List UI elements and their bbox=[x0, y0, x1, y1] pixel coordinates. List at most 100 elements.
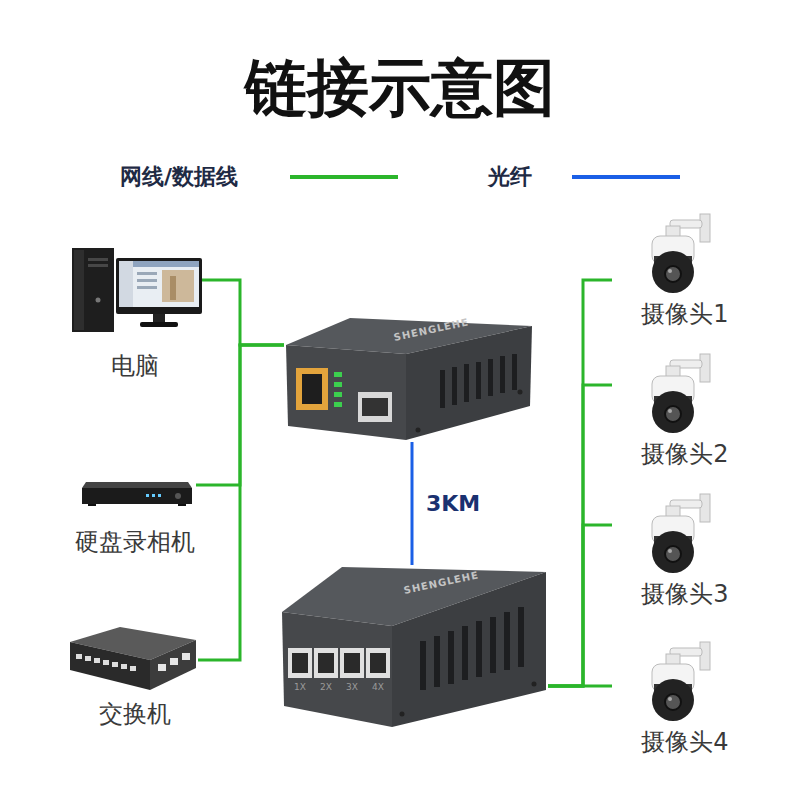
media-converter-part bbox=[334, 372, 342, 377]
media-converter-part bbox=[334, 392, 342, 397]
media-converter-part bbox=[302, 374, 322, 404]
connector-line bbox=[198, 345, 284, 660]
switch-node: 交换机 bbox=[66, 622, 198, 696]
device-caption: 电脑 bbox=[111, 352, 159, 381]
recorder-icon-part bbox=[146, 494, 149, 497]
computer-node: 电脑 bbox=[62, 240, 202, 334]
media-converter-part bbox=[452, 367, 457, 405]
poe-switch-node: SHENGLEHE1X2X3X4X bbox=[280, 565, 548, 727]
legend-lines-part bbox=[290, 175, 398, 179]
switch-icon-part bbox=[112, 662, 118, 667]
camera-icon-part bbox=[665, 546, 681, 562]
computer-icon-part bbox=[72, 248, 114, 332]
computer-icon-part bbox=[137, 286, 157, 289]
connector-line bbox=[202, 280, 284, 345]
media-converter-part bbox=[362, 398, 388, 416]
media-converter-part bbox=[500, 356, 505, 393]
device-caption: 摄像头4 bbox=[641, 728, 728, 757]
legend-lines-part bbox=[572, 175, 680, 179]
camera-icon bbox=[652, 214, 710, 293]
media-converter-part bbox=[406, 326, 532, 440]
connector-line bbox=[411, 442, 414, 565]
media-converter-part bbox=[334, 402, 342, 407]
switch-icon bbox=[70, 627, 196, 690]
recorder-icon-part bbox=[82, 482, 192, 488]
connector bbox=[202, 280, 284, 345]
switch-icon-part bbox=[158, 664, 166, 671]
recorder-icon-part bbox=[88, 504, 96, 506]
media-converter-part bbox=[334, 382, 342, 387]
media-converter-part bbox=[488, 359, 493, 396]
camera-icon bbox=[652, 642, 710, 721]
connector-line bbox=[548, 280, 612, 686]
camera-icon-part bbox=[700, 354, 710, 382]
switch-icon-part bbox=[70, 642, 150, 690]
connector bbox=[548, 525, 612, 686]
computer-icon-part bbox=[88, 264, 108, 267]
camera-icon-part bbox=[668, 549, 672, 553]
camera-node: 摄像头1 bbox=[612, 212, 722, 297]
camera-icon-part bbox=[665, 266, 681, 282]
computer-icon-part bbox=[88, 258, 108, 261]
camera-node: 摄像头4 bbox=[612, 640, 722, 725]
four-port-switch-part bbox=[282, 612, 392, 727]
recorder-icon-part bbox=[152, 494, 155, 497]
computer-icon-part bbox=[137, 279, 157, 282]
camera-icon bbox=[652, 494, 710, 573]
recorder-icon-part bbox=[158, 494, 161, 497]
connector bbox=[548, 385, 612, 686]
connector bbox=[548, 280, 612, 686]
diagram-title: 链接示意图 bbox=[0, 52, 800, 124]
converter-node: SHENGLEHE bbox=[284, 316, 534, 442]
camera-icon-part bbox=[700, 494, 710, 522]
switch-icon-part bbox=[150, 640, 196, 690]
media-converter-part bbox=[358, 392, 392, 422]
four-port-switch-part bbox=[462, 626, 468, 680]
four-port-switch-part bbox=[314, 648, 338, 678]
four-port-switch-part bbox=[370, 653, 386, 673]
connector bbox=[198, 345, 284, 660]
four-port-switch-part bbox=[344, 653, 360, 673]
four-port-switch-part bbox=[476, 621, 482, 677]
computer-icon bbox=[72, 248, 202, 332]
connector-line bbox=[548, 525, 612, 686]
legend-text: 网线/数据线 bbox=[120, 164, 238, 190]
four-port-switch-part bbox=[366, 648, 390, 678]
device-caption: 摄像头2 bbox=[641, 440, 728, 469]
media-converter-part bbox=[286, 345, 406, 440]
computer-icon-part bbox=[96, 298, 101, 303]
switch-icon-part bbox=[130, 666, 136, 671]
camera-icon-part bbox=[668, 697, 672, 701]
four-port-switch-part bbox=[490, 617, 496, 673]
device-caption: 摄像头3 bbox=[641, 580, 728, 609]
media-converter-part bbox=[416, 428, 421, 433]
computer-icon-part bbox=[119, 261, 199, 307]
computer-icon-part bbox=[116, 258, 202, 314]
switch-icon-part bbox=[182, 653, 190, 660]
four-port-switch-part bbox=[288, 648, 312, 678]
recorder-icon-part bbox=[82, 488, 192, 504]
recorder-node: 硬盘录相机 bbox=[78, 472, 196, 508]
brand-text: SHENGLEHE bbox=[403, 569, 480, 597]
connector bbox=[412, 442, 413, 565]
switch-icon-part bbox=[103, 660, 109, 665]
camera-icon-part bbox=[665, 694, 681, 710]
computer-icon-part bbox=[133, 261, 199, 267]
device-caption: 摄像头1 bbox=[641, 300, 728, 329]
four-port-switch-part bbox=[504, 612, 510, 670]
computer-icon-part bbox=[140, 322, 178, 327]
connector-line bbox=[548, 385, 612, 686]
switch-icon-part bbox=[85, 656, 91, 661]
recorder-icon-part bbox=[178, 504, 186, 506]
device-caption: 交换机 bbox=[99, 700, 171, 729]
camera-icon-part bbox=[665, 406, 681, 422]
switch-icon-part bbox=[121, 664, 127, 669]
four-port-switch bbox=[282, 567, 546, 727]
camera-icon-part bbox=[700, 214, 710, 242]
connector-line bbox=[548, 685, 612, 688]
recorder-icon bbox=[82, 482, 192, 506]
port-label: 1X bbox=[294, 683, 306, 692]
media-converter-part bbox=[512, 354, 517, 390]
four-port-switch-part bbox=[518, 607, 524, 667]
